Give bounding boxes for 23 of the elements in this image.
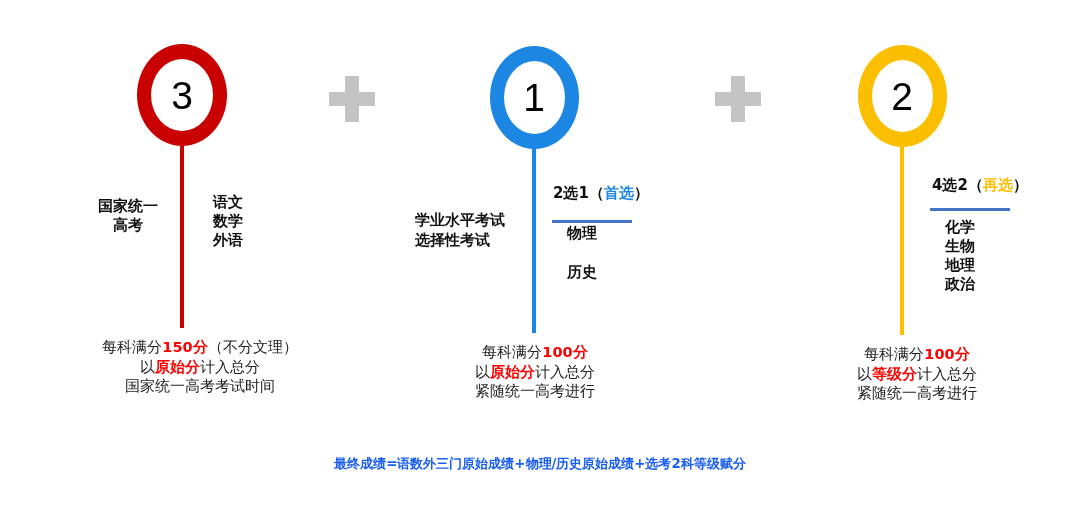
subject-label: 地理 bbox=[945, 256, 975, 275]
formula-caption: 最终成绩=语数外三门原始成绩+物理/历史原始成绩+选考2科等级赋分 bbox=[334, 455, 746, 473]
number-ring: 3 bbox=[137, 44, 227, 146]
subject-label: 数学 bbox=[213, 212, 243, 231]
number-ring: 1 bbox=[489, 45, 579, 149]
subject-label: 历史 bbox=[567, 263, 597, 282]
exam-category-label: 国家统一高考 bbox=[97, 197, 159, 235]
choice-heading: 2选1（首选） bbox=[553, 184, 649, 203]
subject-label: 外语 bbox=[213, 231, 243, 250]
subject-label: 物理 bbox=[567, 224, 597, 243]
stem-line bbox=[900, 147, 904, 335]
subject-label: 化学 bbox=[945, 218, 975, 237]
score-note: 每科满分100分 以等级分计入总分 紧随统一高考进行 bbox=[857, 335, 977, 404]
stem-line bbox=[180, 146, 184, 328]
subject-label: 生物 bbox=[945, 237, 975, 256]
subject-label: 语文 bbox=[213, 193, 243, 212]
score-note: 每科满分100分 以原始分计入总分 紧随统一高考进行 bbox=[475, 333, 595, 402]
exam-category-label: 学业水平考试选择性考试 bbox=[415, 210, 506, 250]
score-note: 每科满分150分（不分文理） 以原始分计入总分 国家统一高考考试时间 bbox=[102, 328, 298, 397]
number-ring: 2 bbox=[857, 45, 947, 147]
subject-label: 政治 bbox=[945, 275, 975, 294]
choice-heading: 4选2（再选） bbox=[932, 176, 1028, 195]
stem-line bbox=[532, 148, 536, 333]
